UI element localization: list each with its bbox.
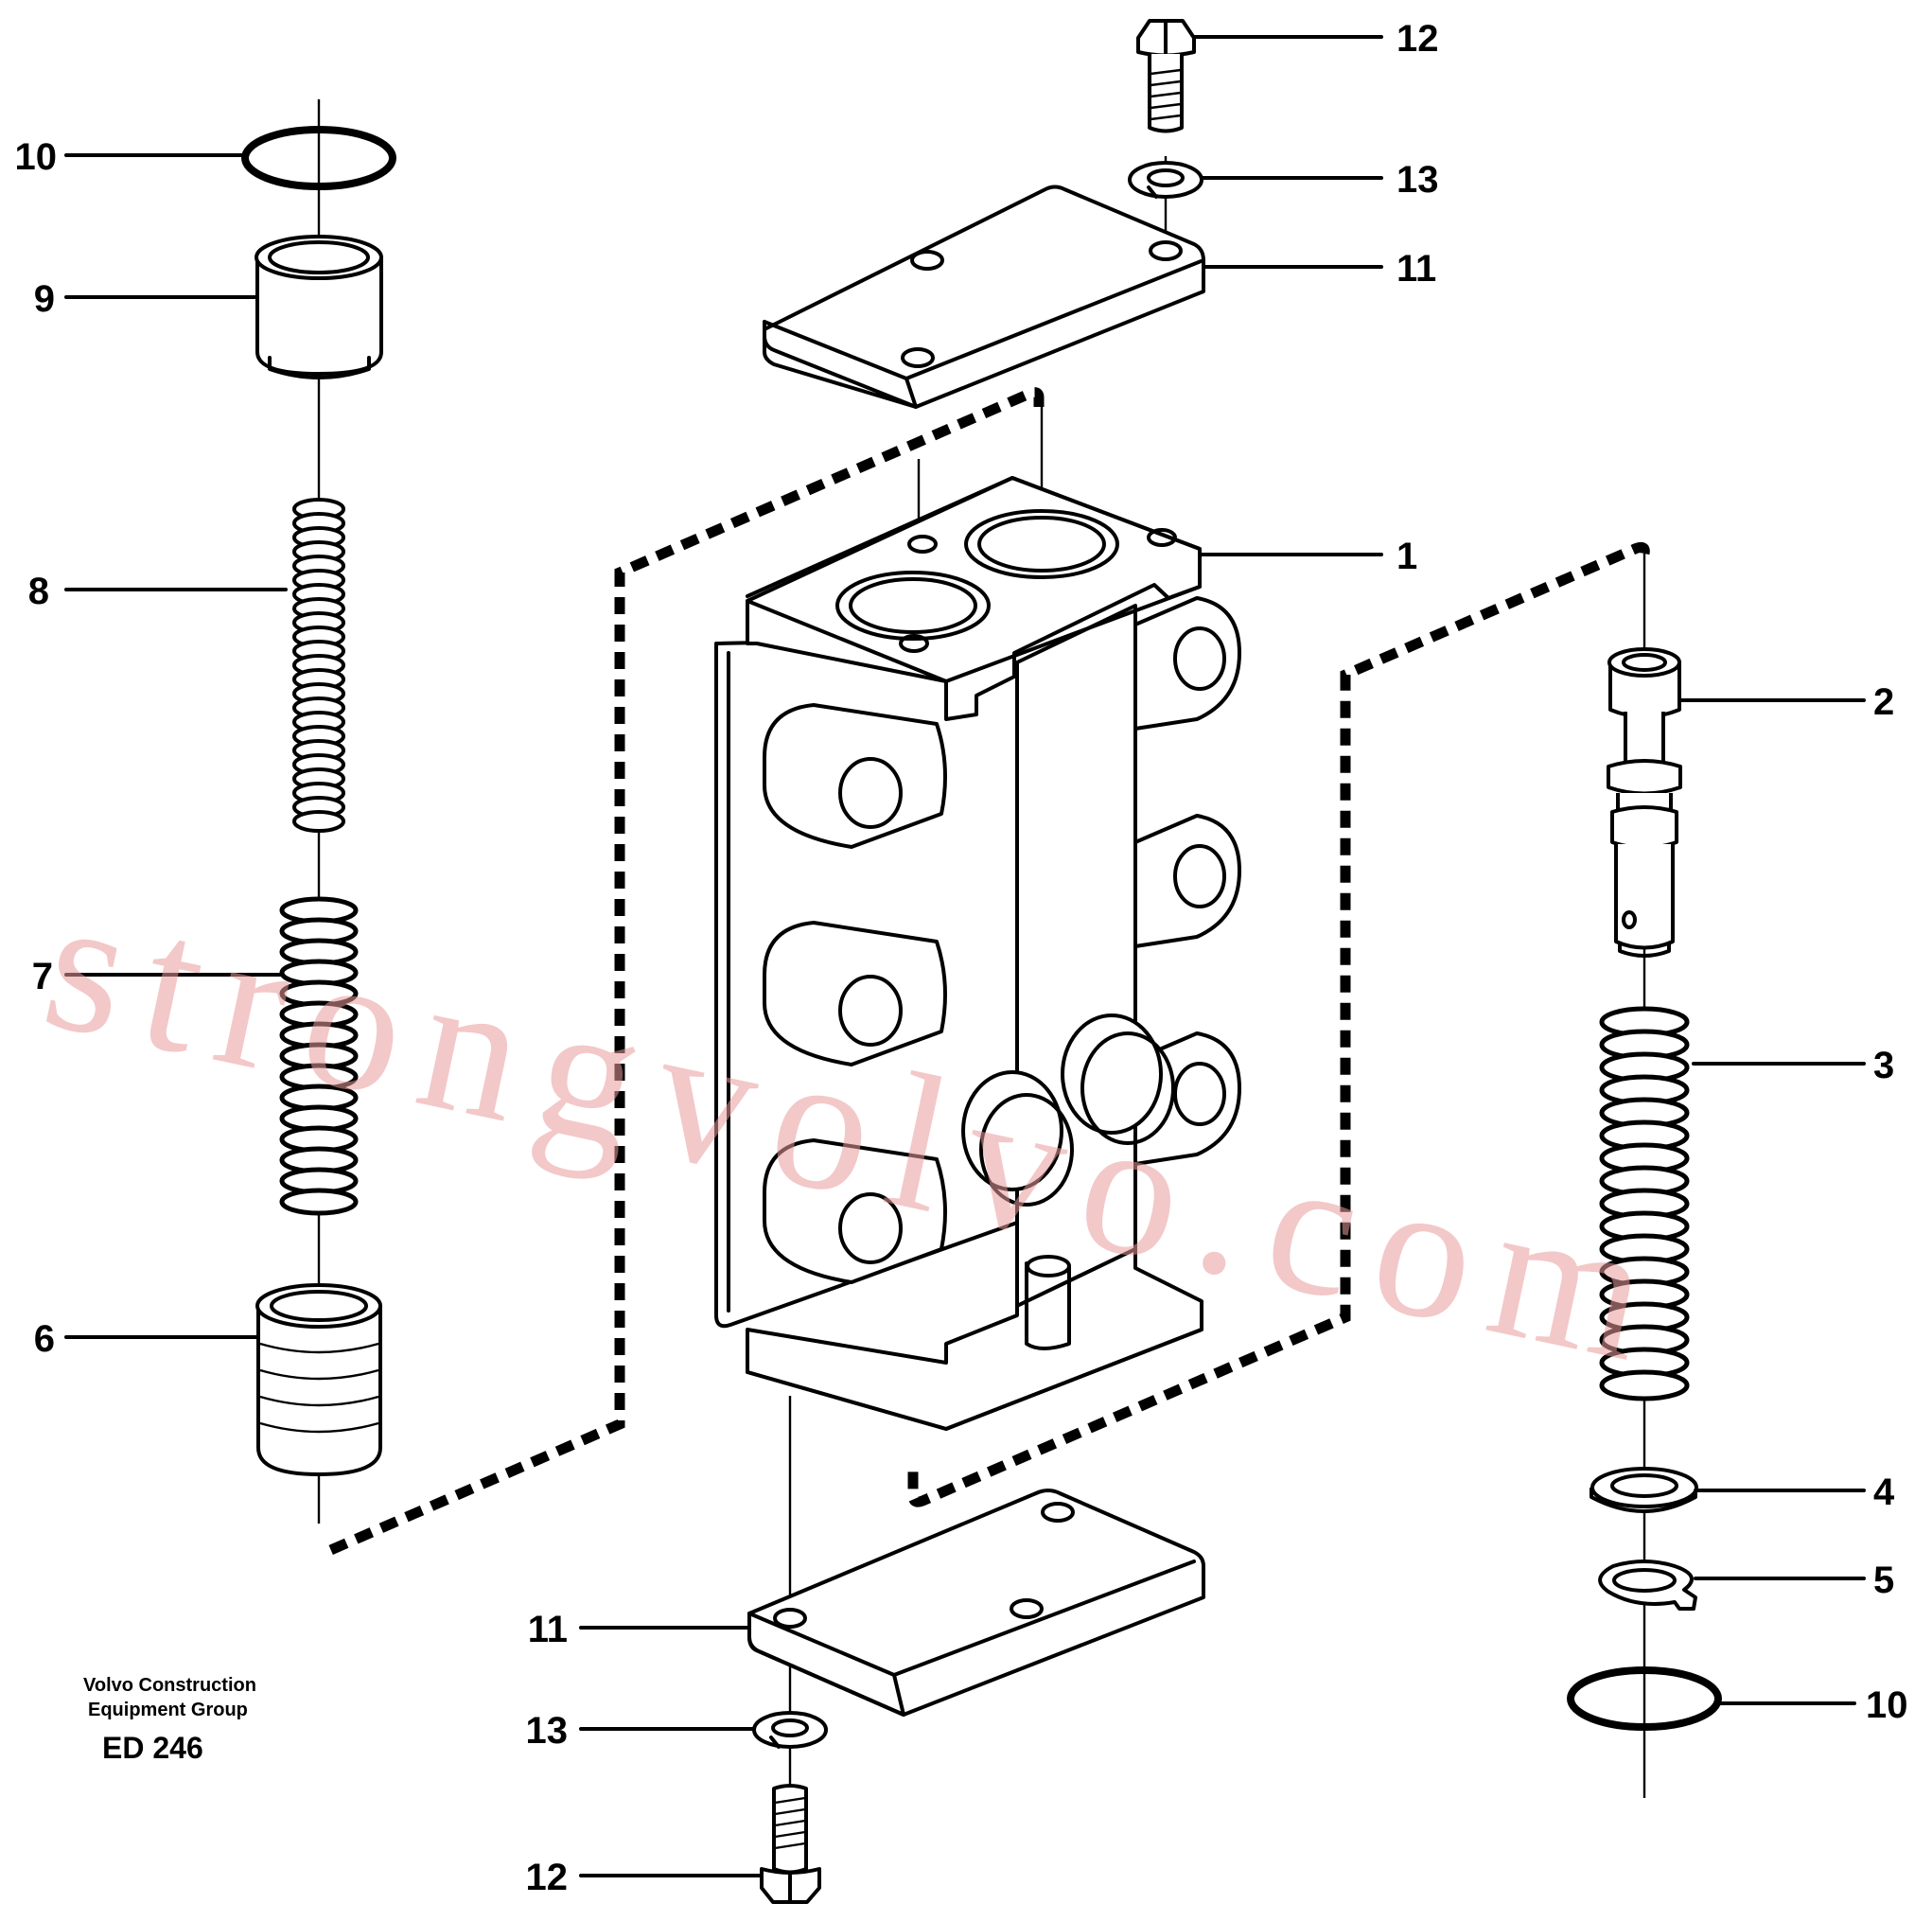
cover-plate-part-11-bottom [747,1489,1205,1717]
spring-coil [292,810,345,833]
callout-11-top: 11 [1396,248,1436,290]
bolt-part-12-top [1136,19,1196,133]
callout-3: 3 [1873,1045,1894,1086]
callout-2: 2 [1873,681,1894,723]
spring-part-8 [292,498,345,833]
callout-13-top: 13 [1396,159,1439,201]
valve-housing-part-1 [714,476,1241,1431]
callout-13-bottom: 13 [526,1710,569,1752]
washer-part-13-top [1128,161,1203,199]
callout-11-bottom: 11 [528,1609,568,1650]
threaded-sleeve-part-6 [255,1283,382,1476]
callout-6: 6 [34,1318,55,1360]
credit-block: Volvo Construction Equipment Group ED 24… [83,1675,256,1765]
callout-5: 5 [1873,1560,1894,1601]
housing-lugs-left [763,703,947,1284]
drawing-code: ED 246 [102,1731,203,1765]
leader-lines [64,35,1866,1877]
spring-part-7 [279,896,359,1216]
spool-part-2 [1607,647,1682,958]
spring-part-3 [1599,1006,1690,1401]
washer-part-4 [1590,1467,1698,1513]
credit-line-1: Volvo Construction [83,1675,256,1696]
callout-9: 9 [34,278,55,320]
o-ring-left [241,126,396,190]
callout-8: 8 [28,571,49,612]
washer-part-13-bottom [752,1711,828,1749]
housing-plugs [961,1013,1175,1207]
callout-10-left: 10 [15,136,58,178]
callout-4: 4 [1873,1472,1895,1513]
callout-12-top: 12 [1396,18,1439,60]
bolt-part-12-bottom [760,1784,821,1904]
circlip-part-5 [1598,1560,1697,1611]
callout-7: 7 [32,956,53,997]
spring-coil [279,1188,359,1216]
sleeve-part-9 [255,235,383,379]
callout-10-right: 10 [1866,1684,1908,1726]
assembly-guide-dashes [324,387,1650,1558]
spring-coil [1599,1369,1690,1401]
callout-12-bottom: 12 [526,1857,569,1898]
callout-1: 1 [1396,536,1417,577]
cover-plate-part-11-top [763,185,1205,409]
o-ring-right [1567,1666,1722,1731]
credit-line-2: Equipment Group [88,1700,248,1720]
callout-labels: 10 9 8 7 6 12 13 11 1 2 3 4 5 10 11 13 1… [15,18,1908,1898]
